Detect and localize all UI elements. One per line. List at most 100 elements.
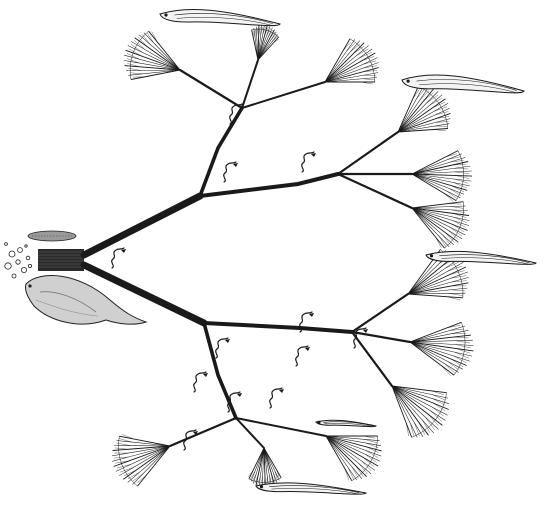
fan-ray [128,70,180,75]
fan-ray [119,436,170,446]
branch-upper-right [200,174,338,196]
fan-sub-ray [362,79,374,80]
fan-ray [249,448,264,479]
fan-sub-ray [455,352,469,358]
twig-b [242,60,258,108]
fan-ray [133,446,171,485]
twig-d [338,132,398,174]
wavy-larva-icon [270,388,284,408]
fan-ray [131,70,180,80]
fan-sub-ray [434,130,446,131]
twig-j [170,418,236,446]
fan-ray [408,258,460,294]
spawning-source [5,231,146,324]
fan-ray [412,208,465,235]
fan-sub-ray [134,40,144,49]
fan-sub-ray [451,276,466,279]
twig-g [352,294,408,332]
fan-ray [398,87,423,132]
wavy-larva-icon [184,430,198,450]
fan-sub-ray [127,59,140,64]
main-branch-upper [84,196,200,255]
fan-sub-ray [361,461,371,471]
wavy-larva-icon [216,338,230,358]
eel-icon [426,251,536,264]
egg-cluster-icon [5,243,32,278]
fan-2 [252,25,279,60]
fan-sub-ray [133,474,144,482]
fan-10 [112,434,170,486]
fan-sub-ray [416,90,424,100]
wavy-larva-icon [228,392,242,412]
fan-sub-ray [343,42,351,51]
fan-ray [410,342,459,373]
fan-sub-ray [454,337,469,338]
wavy-larva-icon [112,248,126,268]
fan-3 [325,39,379,84]
fan-sub-ray [117,443,130,446]
fan-sub-ray [454,168,468,169]
fan-ray [392,386,417,438]
egg-mass-icon [28,231,76,241]
fan-sub-ray [442,366,451,376]
twig-a [180,70,242,108]
fan-sub-ray [449,204,461,205]
fan-11 [248,448,281,488]
fan-sub-ray [444,193,453,201]
fan-sub-ray [424,93,434,102]
fan-9 [392,386,449,438]
fan-ray [412,154,462,174]
fan-sub-ray [363,458,374,467]
fan-4 [398,86,450,132]
eel-icon [402,75,524,93]
fan-ray [264,448,281,478]
fan-6 [412,202,470,248]
fan-sub-ray [449,293,463,295]
eel-icon [256,483,366,495]
fan-sub-ray [130,73,143,74]
fan-sub-ray [137,475,146,483]
fan-sub-ray [348,468,353,480]
fan-sub-ray [427,95,438,103]
wavy-larva-icon [224,162,238,182]
fan-ray [126,70,180,71]
fan-sub-ray [428,414,438,425]
fan-ray [392,386,434,433]
dispersal-branches [84,60,412,448]
fan-ray [412,174,456,201]
fan-ray [408,294,463,298]
fan-ray [117,441,171,447]
fan-8 [410,322,474,375]
fan-ray [408,272,468,294]
fan-1 [124,31,180,79]
fan-ray [392,386,439,430]
terminal-fans [112,25,474,488]
fan-sub-ray [152,32,158,42]
wavy-larva-icon [194,372,208,392]
wavy-larva-icon [296,346,310,366]
fan-sub-ray [353,46,364,54]
fan-5 [412,151,472,202]
fan-sub-ray [115,448,129,449]
fan-sub-ray [364,66,378,68]
fan-ray [398,108,450,132]
fan-sub-ray [451,207,464,209]
fan-sub-ray [425,417,434,429]
eel-icon [160,9,280,26]
fan-sub-ray [138,37,147,47]
larvae [112,104,368,450]
fan-ray [398,92,438,133]
fan-ray [410,326,465,342]
twig-f [338,174,412,208]
branch-upper-up [200,108,242,196]
root-trunk [38,249,84,271]
fan-ray [144,33,180,70]
twig-h [352,332,410,342]
fan-sub-ray [455,341,470,343]
fan-sub-ray [347,43,356,52]
twig-c [242,82,325,108]
fan-ray [408,283,468,294]
fan-ray [412,151,458,174]
